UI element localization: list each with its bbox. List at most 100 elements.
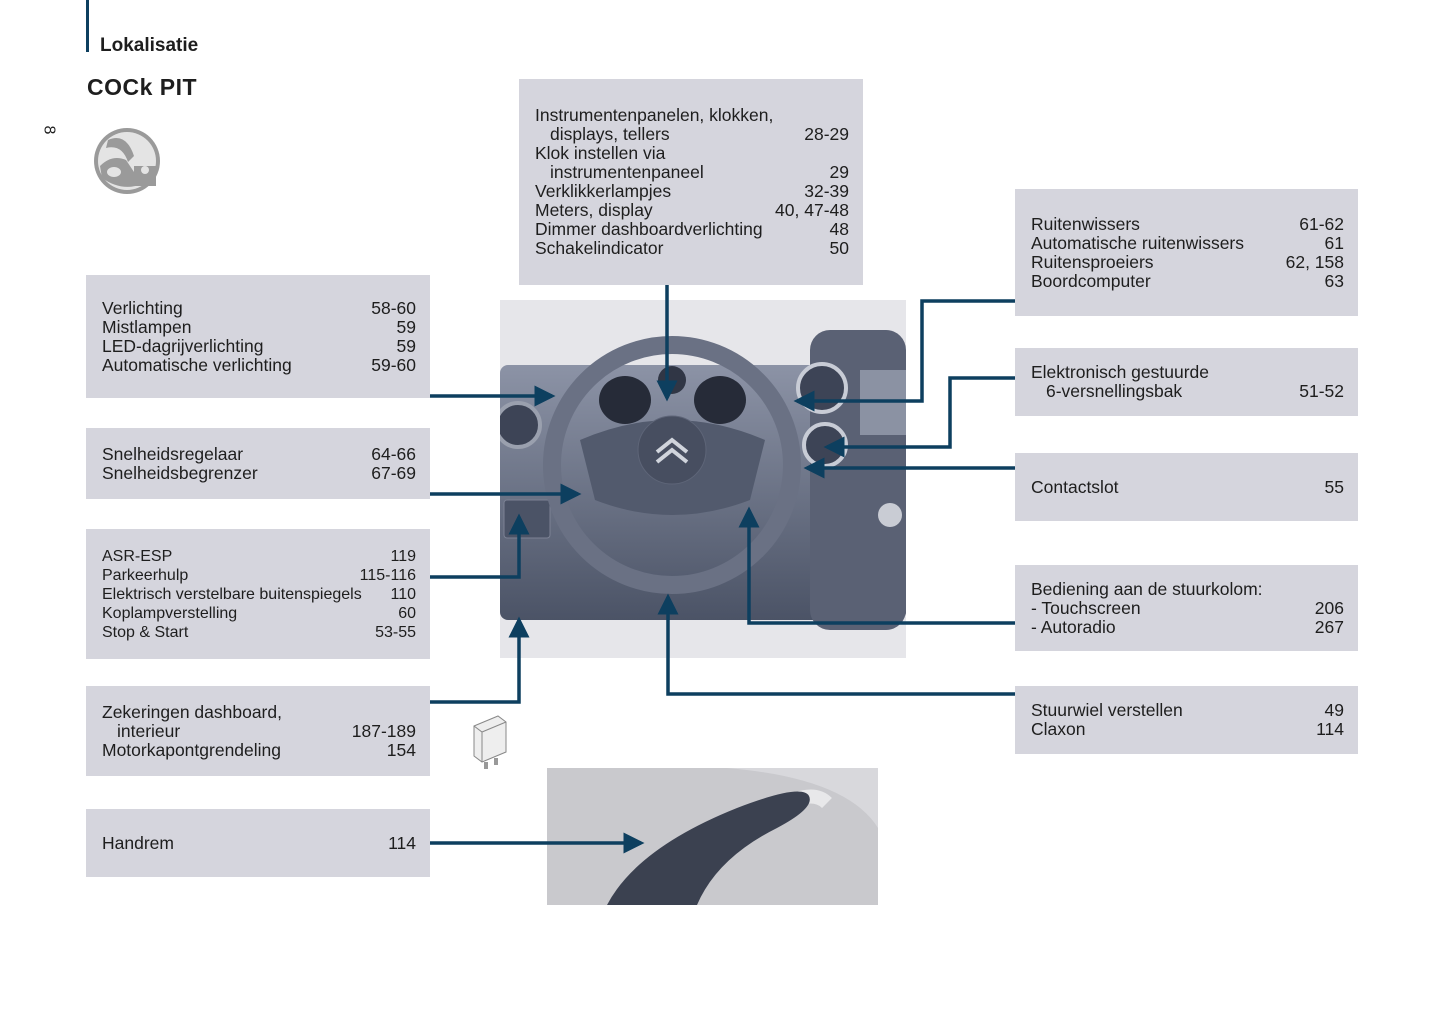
- entry-label: Elektrisch verstelbare buitenspiegels: [102, 585, 362, 603]
- callout-box-steering-controls: Bediening aan de stuurkolom:- Touchscree…: [1015, 565, 1358, 651]
- callout-box-ignition: Contactslot 55: [1015, 453, 1358, 521]
- callout-switches: [430, 513, 530, 579]
- entry-label: Parkeerhulp: [102, 566, 189, 584]
- fuse-box-icon: [473, 715, 507, 769]
- entry-page-reference[interactable]: 40, 47-48: [775, 200, 849, 220]
- index-entry: Elektrisch verstelbare buitenspiegels 110: [102, 585, 416, 604]
- callout-gearbox: [823, 376, 1015, 458]
- entry-page-reference[interactable]: 67-69: [371, 462, 416, 483]
- index-entry: Verlichting 58-60: [102, 297, 416, 318]
- entry-label: Dimmer dashboardverlichting: [535, 219, 763, 239]
- entry-page-reference[interactable]: 115-116: [359, 566, 416, 584]
- entry-label: Boordcomputer: [1031, 270, 1151, 291]
- entry-label: Koplampverstelling: [102, 604, 238, 622]
- index-entry: Elektronisch gestuurde: [1031, 363, 1344, 382]
- index-entry: Ruitensproeiers 62, 158: [1031, 251, 1344, 272]
- callout-fuses: [430, 616, 530, 704]
- entry-page-reference[interactable]: 61-62: [1299, 213, 1344, 234]
- index-entry: Verklikkerlampjes 32-39: [535, 182, 849, 201]
- entry-page-reference[interactable]: 50: [829, 238, 849, 258]
- entry-label: Bediening aan de stuurkolom:: [1031, 578, 1263, 599]
- entry-page-reference[interactable]: 64-66: [371, 443, 416, 464]
- entry-label: Verlichting: [102, 297, 183, 318]
- entry-label: Contactslot: [1031, 476, 1119, 497]
- callout-box-instrument: Instrumentenpanelen, klokken,displays, t…: [519, 79, 863, 285]
- index-entry: Dimmer dashboardverlichting 48: [535, 220, 849, 239]
- entry-label: Elektronisch gestuurde: [1031, 362, 1210, 382]
- index-entry: Automatische verlichting 59-60: [102, 354, 416, 375]
- entry-page-reference[interactable]: 63: [1324, 270, 1344, 291]
- entry-label: ASR-ESP: [102, 547, 173, 565]
- entry-label: Snelheidsbegrenzer: [102, 462, 258, 483]
- entry-page-reference[interactable]: 61: [1324, 232, 1344, 253]
- index-entry: Boordcomputer 63: [1031, 270, 1344, 291]
- entry-label: Handrem: [102, 832, 174, 853]
- callout-steering-wheel: [657, 593, 1015, 696]
- entry-page-reference[interactable]: 29: [829, 162, 849, 182]
- entry-label: Verklikkerlampjes: [535, 181, 672, 201]
- entry-page-reference[interactable]: 206: [1314, 597, 1344, 618]
- entry-label: Motorkapontgrendeling: [102, 739, 282, 760]
- entry-page-reference[interactable]: 53-55: [375, 623, 416, 641]
- entry-label: Zekeringen dashboard,: [102, 701, 282, 722]
- entry-page-reference[interactable]: 28-29: [804, 124, 849, 144]
- entry-label: Mistlampen: [102, 316, 192, 337]
- entry-page-reference[interactable]: 58-60: [371, 297, 416, 318]
- entry-page-reference[interactable]: 62, 158: [1285, 251, 1344, 272]
- entry-label: interieur: [117, 720, 181, 741]
- entry-page-reference[interactable]: 59-60: [371, 354, 416, 375]
- entry-page-reference[interactable]: 267: [1314, 616, 1344, 637]
- entry-page-reference[interactable]: 48: [829, 219, 849, 239]
- index-entry: Parkeerhulp 115-116: [102, 566, 416, 585]
- entry-label: Automatische verlichting: [102, 354, 292, 375]
- entry-label: - Autoradio: [1031, 616, 1116, 637]
- entry-page-reference[interactable]: 187-189: [351, 720, 416, 741]
- entry-label: Ruitensproeiers: [1031, 251, 1154, 272]
- section-heading: Lokalisatie: [100, 35, 199, 56]
- entry-label: instrumentenpaneel: [550, 162, 704, 182]
- entry-page-reference[interactable]: 59: [396, 335, 416, 356]
- entry-page-reference[interactable]: 154: [386, 739, 416, 760]
- index-entry: Claxon 114: [1031, 720, 1344, 739]
- entry-page-reference[interactable]: 59: [396, 316, 416, 337]
- entry-page-reference[interactable]: 49: [1324, 700, 1344, 720]
- entry-page-reference[interactable]: 55: [1324, 476, 1344, 497]
- entry-label: Klok instellen via: [535, 143, 666, 163]
- index-entry: Zekeringen dashboard,: [102, 701, 416, 722]
- index-entry: Koplampverstelling 60: [102, 604, 416, 623]
- index-entry: ASR-ESP 119: [102, 547, 416, 566]
- index-entry: Bediening aan de stuurkolom:: [1031, 578, 1344, 599]
- entry-page-reference[interactable]: 51-52: [1299, 381, 1344, 401]
- index-entry: LED-dagrijverlichting 59: [102, 335, 416, 356]
- index-entry: Instrumentenpanelen, klokken,: [535, 106, 849, 125]
- entry-label: Snelheidsregelaar: [102, 443, 244, 464]
- entry-page-reference[interactable]: 114: [388, 832, 416, 853]
- entry-label: Claxon: [1031, 719, 1086, 739]
- index-entry: interieur 187-189: [102, 720, 416, 741]
- entry-page-reference[interactable]: 110: [390, 585, 416, 603]
- section-marker-bar: [86, 0, 89, 52]
- entry-page-reference[interactable]: 119: [390, 547, 416, 565]
- index-entry: Klok instellen via: [535, 144, 849, 163]
- entry-page-reference[interactable]: 114: [1316, 719, 1344, 739]
- entry-page-reference[interactable]: 60: [398, 604, 416, 622]
- index-entry: Contactslot 55: [1031, 476, 1344, 497]
- index-entry: Snelheidsregelaar 64-66: [102, 443, 416, 464]
- entry-label: Stop & Start: [102, 623, 189, 641]
- entry-label: LED-dagrijverlichting: [102, 335, 264, 356]
- entry-page-reference[interactable]: 32-39: [804, 181, 849, 201]
- index-entry: Handrem 114: [102, 832, 416, 853]
- index-entry: Motorkapontgrendeling 154: [102, 739, 416, 760]
